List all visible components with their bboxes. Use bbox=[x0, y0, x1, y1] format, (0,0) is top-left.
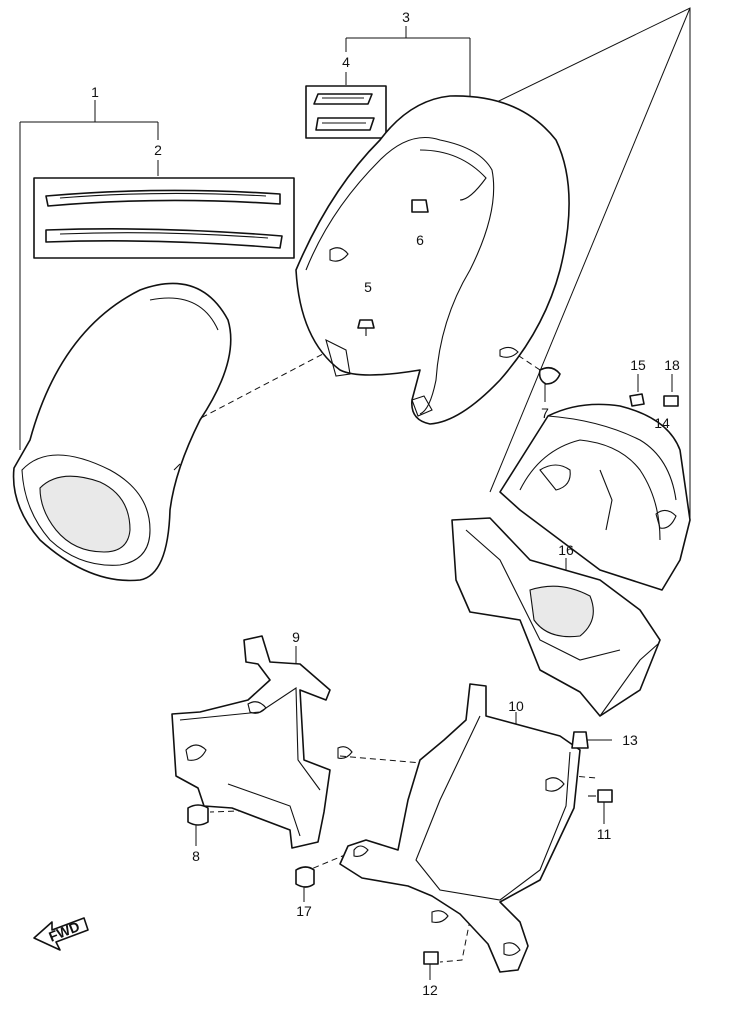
part-16-inner-lower bbox=[451, 517, 661, 717]
part-1-front-cowl bbox=[12, 282, 232, 582]
callout-11: 11 bbox=[597, 826, 612, 842]
callout-5: 5 bbox=[364, 279, 372, 295]
callout-9: 9 bbox=[292, 629, 300, 645]
callout-6: 6 bbox=[416, 232, 424, 248]
projection-lines bbox=[469, 7, 691, 520]
part-4-emblems bbox=[305, 85, 387, 139]
callout-2: 2 bbox=[154, 142, 162, 158]
callout-4: 4 bbox=[342, 54, 350, 70]
callout-labels: 1 2 3 4 5 6 7 8 9 10 11 12 13 14 15 16 1… bbox=[91, 9, 680, 998]
callout-14: 14 bbox=[654, 415, 670, 431]
callout-16: 16 bbox=[558, 542, 574, 558]
part-14-inner-cover bbox=[499, 403, 691, 591]
callout-12: 12 bbox=[422, 982, 438, 998]
small-fasteners bbox=[357, 199, 679, 407]
part-9-left-bracket bbox=[171, 635, 353, 849]
bracket-fasteners bbox=[187, 731, 613, 965]
callout-3: 3 bbox=[402, 9, 410, 25]
part-3-upper-cowl bbox=[295, 95, 570, 425]
fwd-arrow-icon: FWD bbox=[33, 917, 89, 951]
callout-13: 13 bbox=[622, 732, 638, 748]
part-2-trim-strips bbox=[33, 177, 295, 259]
callout-15: 15 bbox=[630, 357, 646, 373]
callout-10: 10 bbox=[508, 698, 524, 714]
callout-17: 17 bbox=[296, 903, 312, 919]
callout-7: 7 bbox=[541, 405, 549, 421]
part-10-right-bracket bbox=[339, 683, 581, 973]
callout-8: 8 bbox=[192, 848, 200, 864]
callout-1: 1 bbox=[91, 84, 99, 100]
callout-18: 18 bbox=[664, 357, 680, 373]
